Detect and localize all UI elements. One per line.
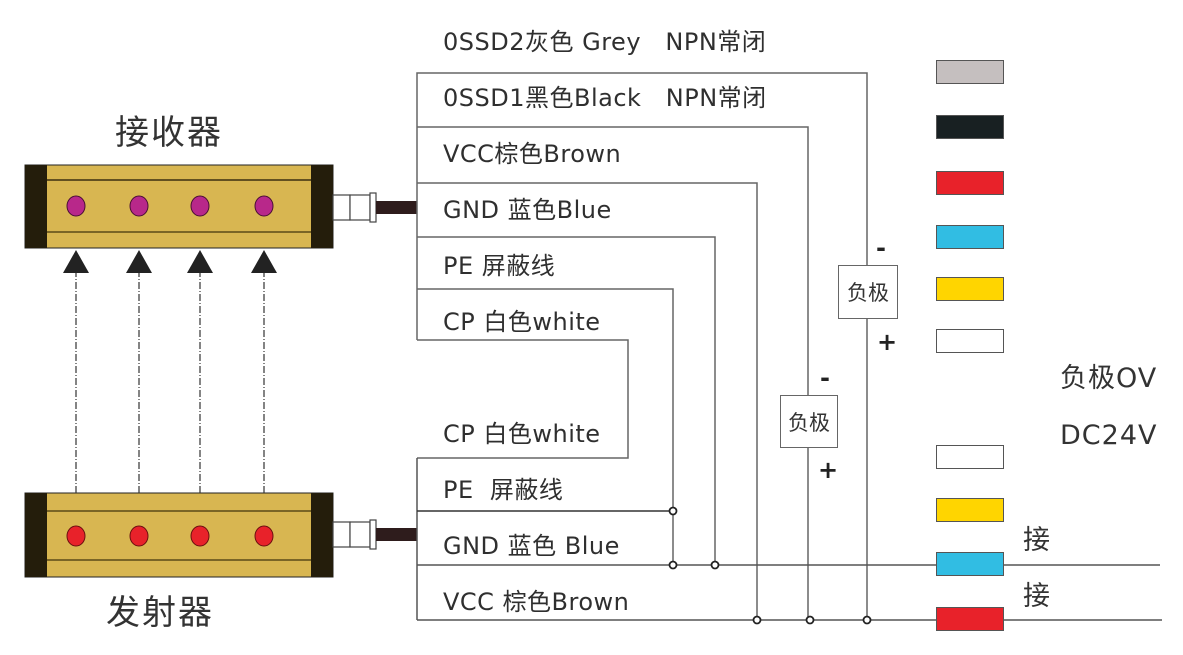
- arrow-up-icon: [63, 250, 89, 273]
- emitter-title: 发射器: [106, 593, 214, 633]
- negative-0v-label: 负极OV: [1060, 363, 1158, 394]
- receiver-lens: [254, 195, 274, 217]
- emitter-label-pe: PE 屏蔽线: [443, 476, 564, 504]
- dc24v-label: DC24V: [1060, 420, 1158, 451]
- light-beams: [63, 250, 277, 493]
- plus-sign: +: [877, 328, 898, 356]
- receiver-body: [24, 164, 334, 249]
- junction-dot: [668, 506, 678, 516]
- emitter-label-vcc: VCC 棕色Brown: [443, 588, 630, 616]
- wire-ossd2: [416, 72, 868, 340]
- wire-label-cp: CP 白色white: [443, 308, 601, 336]
- junctions: [668, 506, 872, 625]
- wire-label-ossd2: 0SSD2灰色 Grey NPN常闭: [443, 28, 767, 56]
- connect-label-gnd: 接: [1023, 525, 1050, 556]
- arrow-up-icon: [187, 250, 213, 273]
- connect-label-vcc: 接: [1023, 581, 1050, 612]
- receiver-wiring: [416, 72, 868, 620]
- emitter-lens: [254, 525, 274, 547]
- junction-dot: [862, 615, 872, 625]
- swatch-blue: [936, 552, 1004, 576]
- junction-dot: [805, 615, 815, 625]
- swatch-white: [936, 329, 1004, 353]
- swatch-grey: [936, 60, 1004, 84]
- minus-sign: -: [876, 234, 886, 262]
- swatch-yellow: [936, 498, 1004, 522]
- emitter-label-cp: CP 白色white: [443, 420, 601, 448]
- wire-ossd1: [417, 126, 809, 395]
- wire-gnd: [417, 236, 716, 565]
- minus-sign: -: [820, 364, 830, 392]
- swatch-black: [936, 115, 1004, 139]
- emitter-wiring: [416, 458, 1162, 621]
- receiver-lens: [66, 195, 86, 217]
- swatch-yellow: [936, 277, 1004, 301]
- arrow-up-icon: [251, 250, 277, 273]
- load-negative-2: 负极: [780, 395, 838, 448]
- wire-label-gnd: GND 蓝色Blue: [443, 196, 612, 224]
- swatch-red: [936, 171, 1004, 195]
- emitter-lens: [190, 525, 210, 547]
- receiver-connector: [332, 192, 417, 223]
- receiver-title: 接收器: [115, 113, 223, 153]
- emitter-body: [24, 492, 334, 578]
- swatch-white: [936, 445, 1004, 469]
- wire-vcc: [417, 182, 758, 620]
- junction-dot: [710, 560, 720, 570]
- swatch-blue: [936, 225, 1004, 249]
- plus-sign: +: [818, 456, 839, 484]
- wire-label-vcc: VCC棕色Brown: [443, 140, 622, 168]
- load-negative-1: 负极: [838, 265, 898, 319]
- load-label: 负极: [847, 281, 889, 305]
- receiver-lens: [129, 195, 149, 217]
- load-label: 负极: [788, 410, 830, 435]
- wire-label-ossd1: 0SSD1黑色Black NPN常闭: [443, 84, 767, 112]
- wire-pe: [417, 288, 674, 565]
- receiver-lens: [190, 195, 210, 217]
- emitter-lens: [66, 525, 86, 547]
- wire-cp: [417, 339, 629, 459]
- wire-label-pe: PE 屏蔽线: [443, 252, 556, 280]
- emitter-label-gnd: GND 蓝色 Blue: [443, 532, 620, 560]
- emitter-lens: [129, 525, 149, 547]
- junction-dot: [752, 615, 762, 625]
- junction-dot: [668, 560, 678, 570]
- emitter-connector: [332, 519, 417, 550]
- swatch-red: [936, 607, 1004, 631]
- arrow-up-icon: [126, 250, 152, 273]
